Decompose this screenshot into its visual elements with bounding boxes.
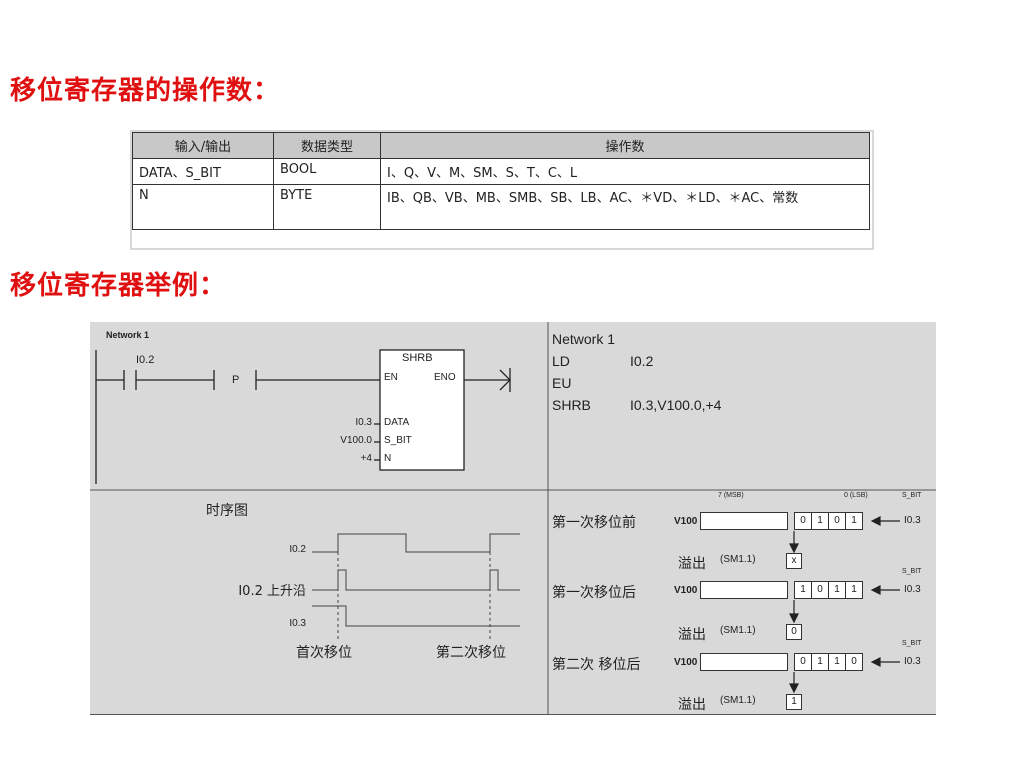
signal-i02: I0.2 [289,544,306,555]
overflow-value: 1 [786,694,802,710]
register-bits: 0 1 0 1 [700,512,863,530]
register-bit: 0 [812,581,829,599]
shift-register-example-figure: Network 1 I0.2 P SHRB EN ENO I0.3 DATA V… [90,322,936,715]
n-operand: +4 [360,453,372,464]
cell-datatype: BYTE [273,184,381,230]
table-row: DATA、S_BIT BOOL I、Q、V、M、SM、S、T、C、L [132,158,870,185]
input-label: I0.3 [904,515,921,526]
cell-datatype: BOOL [273,158,381,185]
register-bit: 0 [794,653,812,671]
shrb-box-title: SHRB [402,352,433,364]
register-name: V100 [674,516,698,527]
overflow-bit-label: (SM1.1) [720,625,756,636]
stl-line: EU [552,375,572,391]
overflow-label: 溢出 [678,627,706,643]
register-bits: 1 0 1 1 [700,581,863,599]
stl-title: Network 1 [552,331,616,347]
register-bit: 1 [846,581,863,599]
second-shift-label: 第二次移位 [436,645,506,661]
data-operand: I0.3 [355,417,372,428]
sbit-operand: V100.0 [340,435,372,446]
input-label: I0.3 [904,656,921,667]
input-label: I0.3 [904,584,921,595]
cell-io: N [132,184,274,230]
header-operands: 操作数 [380,132,870,159]
overflow-label: 溢出 [678,697,706,713]
data-pin: DATA [384,417,410,428]
table-row: N BYTE IB、QB、VB、MB、SMB、SB、LB、AC、＊VD、＊LD、… [132,184,870,230]
header-datatype: 数据类型 [273,132,381,159]
overflow-label: 溢出 [678,556,706,572]
overflow-value: x [786,553,802,569]
stage-label: 第二次 移位后 [552,657,641,673]
register-bit: 1 [812,653,829,671]
register-bit: 1 [829,581,846,599]
overflow-bit-label: (SM1.1) [720,695,756,706]
overflow-bit-label: (SM1.1) [720,554,756,565]
register-bit: 0 [794,512,812,530]
lsb-label: 0 (LSB) [844,492,868,499]
register-bit: 1 [846,512,863,530]
cell-operands: IB、QB、VB、MB、SMB、SB、LB、AC、＊VD、＊LD、＊AC、常数 [380,184,870,230]
n-pin: N [384,453,392,464]
sbit-label: S_BIT [902,492,922,499]
eno-pin: ENO [434,372,456,383]
sbit-label: S_BIT [902,568,922,575]
overflow-value: 0 [786,624,802,640]
timing-title: 时序图 [206,503,248,519]
shift-arrows [789,516,900,694]
first-shift-label: 首次移位 [296,645,352,661]
register-bit: 0 [846,653,863,671]
operands-heading: 移位寄存器的操作数： [10,76,281,106]
figure-lines [90,322,936,714]
contact-address: I0.2 [136,354,155,366]
msb-label: 7 (MSB) [718,492,744,499]
register-bit: 1 [812,512,829,530]
register-name: V100 [674,585,698,596]
register-bit: 1 [829,653,846,671]
sbit-label: S_BIT [902,640,922,647]
signal-i02-rising-edge: I0.2 上升沿 [238,584,306,599]
en-pin: EN [384,372,398,383]
timing-diagram [312,533,520,640]
p-contact-label: P [232,374,240,386]
register-bit: 0 [829,512,846,530]
table-header-row: 输入/输出 数据类型 操作数 [132,132,870,159]
ladder-diagram [95,349,511,484]
example-heading: 移位寄存器举例： [10,271,227,301]
cell-operands: I、Q、V、M、SM、S、T、C、L [380,158,870,185]
register-name: V100 [674,657,698,668]
header-io: 输入/输出 [132,132,274,159]
operand-table: 输入/输出 数据类型 操作数 DATA、S_BIT BOOL I、Q、V、M、S… [132,132,870,230]
stage-label: 第一次移位后 [552,585,636,601]
signal-i03: I0.3 [289,618,306,629]
sbit-pin: S_BIT [384,435,412,446]
ladder-network-label: Network 1 [106,330,150,340]
stage-label: 第一次移位前 [552,515,636,531]
cell-io: DATA、S_BIT [132,158,274,185]
register-bits: 0 1 1 0 [700,653,863,671]
register-bit: 1 [794,581,812,599]
